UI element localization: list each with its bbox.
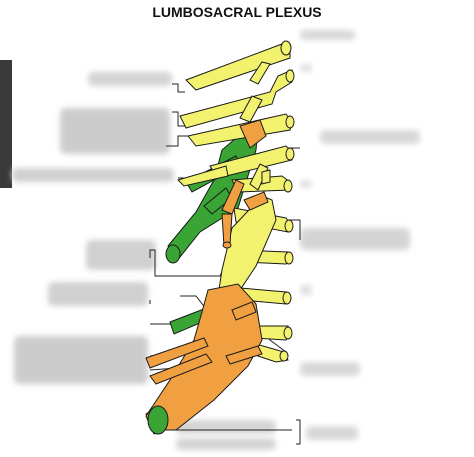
hidden-label-15 bbox=[306, 426, 358, 440]
sciatic-cut-end bbox=[147, 405, 169, 435]
leader-line-3 bbox=[166, 135, 190, 147]
left-edge-shadow bbox=[0, 60, 12, 188]
hidden-label-6 bbox=[12, 168, 174, 182]
root-stump-1 bbox=[280, 40, 292, 56]
leader-line-5 bbox=[150, 249, 233, 277]
l3-l4-connector bbox=[249, 163, 269, 191]
root-stump-9 bbox=[283, 326, 293, 340]
lumbar-root-t12 bbox=[185, 43, 291, 91]
iliohypogastric-link bbox=[249, 61, 271, 85]
hidden-label-4 bbox=[60, 108, 170, 154]
femoral-orange-lower bbox=[221, 213, 233, 247]
sacral-plexus bbox=[145, 119, 269, 435]
hidden-label-1 bbox=[300, 30, 355, 40]
pudendal-orange-1 bbox=[145, 337, 209, 369]
hidden-label-8 bbox=[300, 228, 410, 250]
hidden-label-12 bbox=[14, 336, 148, 384]
root-stump-5 bbox=[283, 179, 293, 193]
lumbosacral-trunk bbox=[217, 195, 277, 301]
hidden-label-7 bbox=[300, 180, 312, 188]
femoral-stump bbox=[222, 241, 232, 249]
leader-line-2 bbox=[172, 111, 190, 127]
root-stump-7 bbox=[284, 251, 294, 265]
root-stump-10 bbox=[279, 350, 289, 362]
hidden-label-16 bbox=[176, 438, 276, 450]
hidden-label-10 bbox=[300, 285, 312, 295]
root-stump-3 bbox=[285, 115, 295, 129]
sacral-orange-s2 bbox=[231, 301, 257, 321]
root-stump-2 bbox=[285, 69, 295, 83]
femoral-orange-upper bbox=[221, 179, 245, 215]
hidden-label-2 bbox=[300, 64, 312, 72]
l1-l2-connector bbox=[239, 95, 263, 123]
leader-lines bbox=[149, 83, 301, 445]
hidden-label-11 bbox=[48, 282, 148, 306]
hidden-label-9 bbox=[86, 240, 156, 270]
orange-l2-segment bbox=[239, 119, 267, 149]
lumbar-plexus bbox=[177, 40, 293, 363]
l4-stub bbox=[261, 169, 271, 185]
sacral-orange-s4 bbox=[225, 345, 263, 365]
leader-tick-1 bbox=[149, 249, 152, 258]
root-stump-8 bbox=[282, 291, 292, 305]
lumbar-root-l1 bbox=[179, 69, 293, 129]
root-stumps bbox=[279, 69, 295, 362]
pudendal-orange-2 bbox=[149, 353, 213, 385]
hidden-label-13 bbox=[300, 362, 360, 376]
diagram-title: LUMBOSACRAL PLEXUS bbox=[152, 4, 322, 20]
obturator-stump bbox=[165, 244, 181, 264]
orange-l4-segment bbox=[243, 191, 269, 211]
root-stump-4 bbox=[285, 147, 295, 161]
leader-bracket bbox=[296, 419, 301, 445]
leader-line-1 bbox=[172, 83, 185, 93]
root-stump-6 bbox=[284, 219, 294, 233]
hidden-label-14 bbox=[176, 420, 276, 434]
lateral-cutaneous-yellow bbox=[177, 165, 229, 187]
hidden-label-3 bbox=[88, 72, 172, 86]
hidden-label-5 bbox=[320, 130, 420, 144]
